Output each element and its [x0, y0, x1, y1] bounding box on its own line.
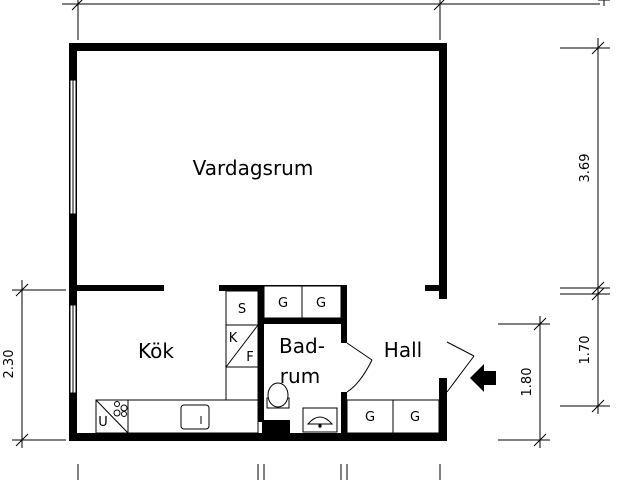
doors — [346, 341, 475, 393]
room-label-bath-line1: Bad- — [279, 334, 325, 358]
room-label-living: Vardagsrum — [193, 156, 314, 180]
dimension-lines — [12, 0, 610, 480]
wardrobes — [263, 285, 440, 434]
fixture-label-freezer: F — [246, 350, 253, 365]
bathroom-fixtures — [266, 382, 338, 433]
fixture-label-oven: U — [98, 415, 108, 430]
dimension-label-hall-depth: 1.80 — [520, 368, 535, 397]
wardrobe-label-2: G — [316, 296, 326, 311]
dimension-label-kitchen-depth: 2.30 — [2, 350, 17, 379]
room-label-bath-line2: rum — [280, 364, 320, 388]
room-label-kitchen: Kök — [138, 339, 174, 363]
dimension-label-lower-right: 1.70 — [578, 336, 593, 365]
dimension-label-upper-right: 3.69 — [578, 154, 593, 183]
windows — [69, 79, 77, 394]
outer-walls — [69, 43, 447, 441]
entrance-arrow-icon — [470, 364, 496, 392]
kitchen-fixtures — [95, 290, 259, 434]
wardrobe-label-4: G — [410, 410, 420, 425]
fixture-label-storage: S — [238, 302, 246, 317]
room-label-hall: Hall — [384, 338, 422, 362]
wardrobe-label-3: G — [365, 410, 375, 425]
wardrobe-label-1: G — [278, 296, 288, 311]
fixture-label-fridge: K — [229, 331, 238, 346]
